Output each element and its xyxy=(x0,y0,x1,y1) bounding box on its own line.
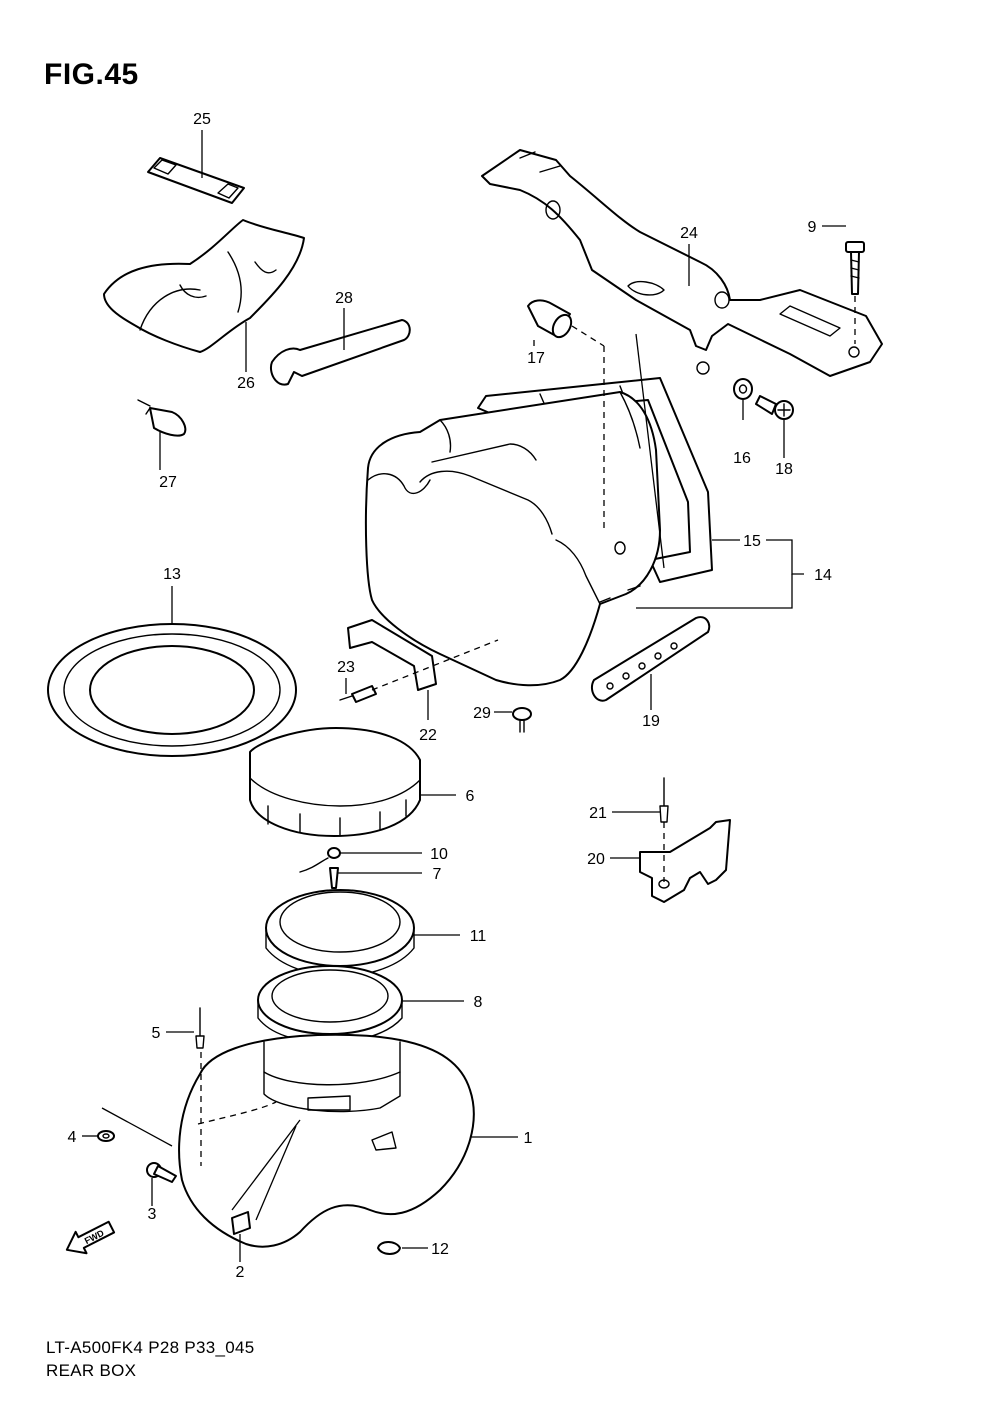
part-6-cap[interactable] xyxy=(249,727,421,837)
callout-9: 9 xyxy=(808,219,817,236)
callout-16: 16 xyxy=(733,450,751,467)
part-25-strap[interactable] xyxy=(147,157,245,204)
callout-27: 27 xyxy=(159,474,177,491)
callout-8: 8 xyxy=(474,994,483,1011)
callout-5: 5 xyxy=(152,1025,161,1042)
callout-22: 22 xyxy=(419,727,437,744)
callout-14: 14 xyxy=(814,567,832,584)
callout-26: 26 xyxy=(237,375,255,392)
callout-6: 6 xyxy=(466,788,475,805)
part-1-base[interactable] xyxy=(178,1033,475,1248)
callout-12: 12 xyxy=(431,1241,449,1258)
fwd-arrow-icon: FWD xyxy=(65,1220,116,1255)
callout-17: 17 xyxy=(527,350,545,367)
part-11-ring[interactable] xyxy=(265,889,415,977)
callout-18: 18 xyxy=(775,461,793,478)
part-7-screw[interactable] xyxy=(329,867,339,889)
callout-3: 3 xyxy=(148,1206,157,1223)
part-5-rivet[interactable] xyxy=(195,1007,205,1049)
part-17-collar[interactable] xyxy=(527,299,575,340)
callout-15: 15 xyxy=(743,533,761,550)
part-28-wrench[interactable] xyxy=(270,319,411,386)
part-3-screw[interactable] xyxy=(146,1162,177,1183)
part-23-rivet[interactable] xyxy=(339,685,377,703)
part-12-nut[interactable] xyxy=(377,1241,401,1255)
callout-7: 7 xyxy=(433,866,442,883)
callout-28: 28 xyxy=(335,290,353,307)
figure-name: REAR BOX xyxy=(46,1361,137,1380)
part-9-bolt[interactable] xyxy=(845,241,865,295)
callout-13: 13 xyxy=(163,566,181,583)
callout-11: 11 xyxy=(470,928,487,945)
figure-title: FIG.45 xyxy=(44,58,139,91)
part-29-grommet[interactable] xyxy=(512,707,532,733)
callout-4: 4 xyxy=(68,1129,77,1146)
part-24-bracket[interactable] xyxy=(481,149,883,377)
part-21-rivet[interactable] xyxy=(659,777,669,823)
part-13-gasket[interactable] xyxy=(47,623,297,757)
callout-21: 21 xyxy=(589,805,607,822)
callout-20: 20 xyxy=(587,851,605,868)
model-code: LT-A500FK4 P28 P33_045 xyxy=(46,1338,255,1357)
callout-1: 1 xyxy=(524,1130,533,1147)
callout-24: 24 xyxy=(680,225,698,242)
callout-29: 29 xyxy=(473,705,491,722)
leader-lines xyxy=(82,130,856,1262)
part-2-clip[interactable] xyxy=(231,1211,251,1235)
part-20-bracket[interactable] xyxy=(639,819,731,903)
part-19-strip[interactable] xyxy=(590,616,711,702)
part-16-washer[interactable] xyxy=(733,378,753,400)
part-18-screw[interactable] xyxy=(755,395,794,420)
callout-10: 10 xyxy=(430,846,448,863)
part-26-bag[interactable] xyxy=(103,219,305,353)
part-8-inner-ring[interactable] xyxy=(257,965,403,1043)
part-22-bracket[interactable] xyxy=(347,619,437,691)
part-14-rear-box[interactable] xyxy=(364,391,661,687)
callout-2: 2 xyxy=(236,1264,245,1281)
part-27-plug[interactable] xyxy=(137,399,187,437)
callout-25: 25 xyxy=(193,111,211,128)
callout-23: 23 xyxy=(337,659,355,676)
callout-19: 19 xyxy=(642,713,660,730)
part-4-nut[interactable] xyxy=(97,1130,115,1142)
